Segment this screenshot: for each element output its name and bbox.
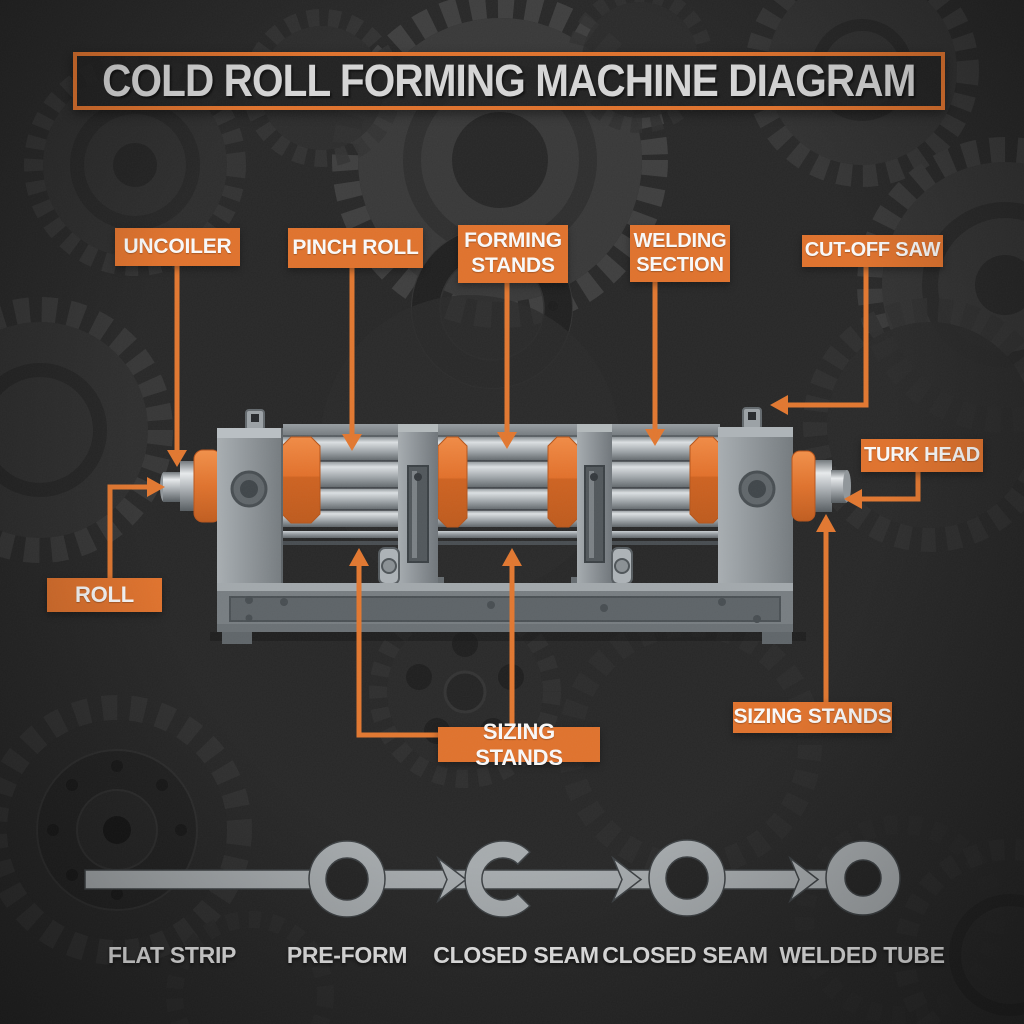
welding-section-connector-arrow: [645, 282, 665, 446]
title-banner: COLD ROLL FORMING MACHINE DIAGRAM: [73, 52, 945, 110]
uncoiler-connector-arrow: [167, 266, 187, 467]
label-pinch-roll: PINCH ROLL: [288, 228, 423, 268]
label-sizing-stands-left: SIZING STANDS: [438, 719, 600, 770]
flow-step-label-welded-tube: WELDED TUBE: [779, 942, 945, 968]
forming-stands-connector-arrow: [497, 283, 517, 449]
label-uncoiler: UNCOILER: [115, 228, 240, 266]
label-forming-stands: FORMING STANDS: [458, 225, 568, 283]
pinch-roll-connector-arrow: [342, 268, 362, 451]
label-turk-head: TURK HEAD: [861, 439, 983, 472]
sizing-stands-left-connector-arrows: [349, 548, 522, 738]
roll-connector-arrow: [107, 477, 165, 578]
label-welding-section: WELDING SECTION: [630, 225, 730, 282]
sizing-stands-right-connector-arrow: [816, 514, 836, 702]
label-cut-off-saw: CUT-OFF SAW: [802, 235, 943, 267]
cut-off-saw-connector-arrow: [770, 267, 869, 415]
turk-head-connector-arrow: [844, 472, 921, 509]
page-title: COLD ROLL FORMING MACHINE DIAGRAM: [102, 55, 916, 106]
label-roll: ROLL: [47, 578, 162, 612]
label-sizing-stands-right: SIZING STANDS: [733, 702, 892, 733]
